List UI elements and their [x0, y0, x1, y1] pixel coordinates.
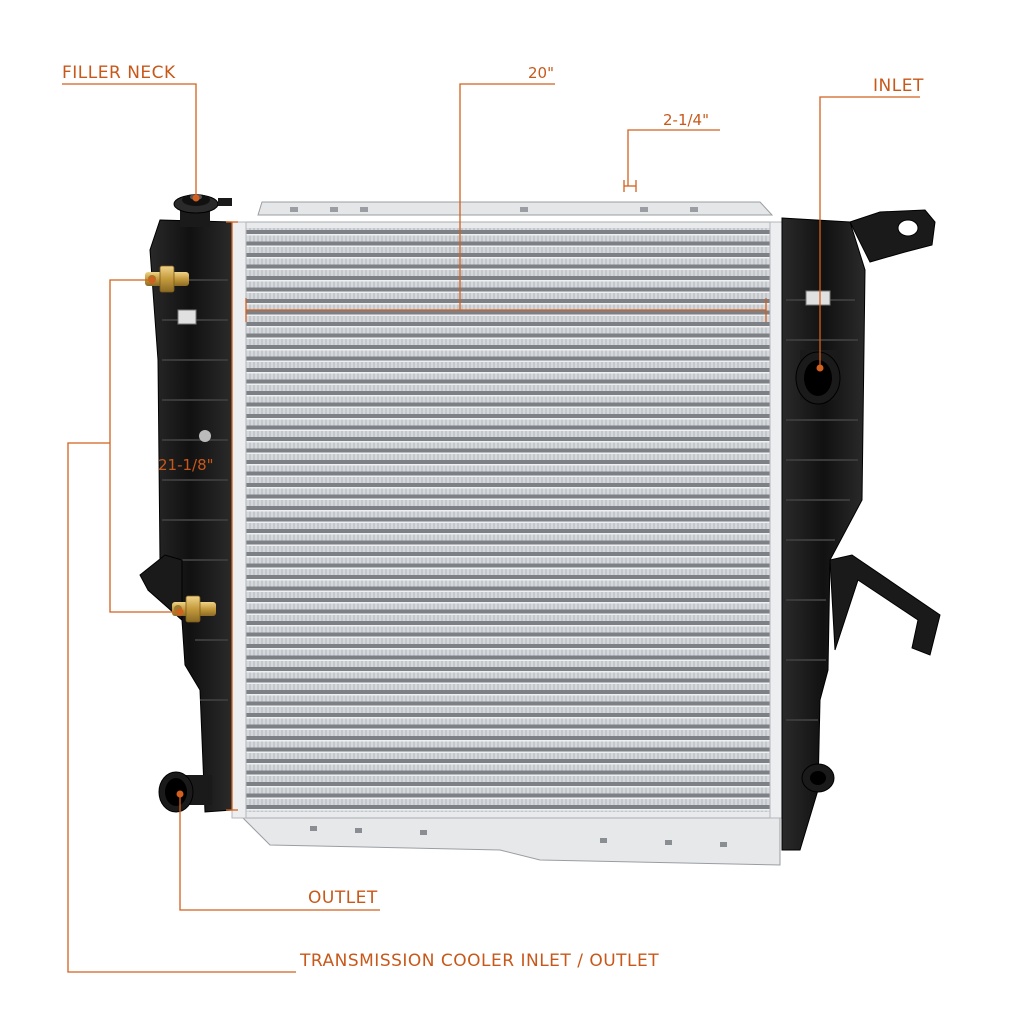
right-side-bracket [829, 554, 941, 656]
bottom-mounting-strip [238, 814, 781, 866]
brass-fitting-icon [145, 265, 189, 293]
mounting-bracket-icon [849, 209, 936, 263]
filler-neck-label: FILLER NECK [62, 63, 176, 83]
outlet-leader [179, 794, 380, 911]
right-tank [781, 217, 866, 851]
trans-cooler-leader [109, 279, 180, 613]
filler-neck-leader [62, 83, 197, 198]
inlet-label: INLET [873, 76, 924, 96]
transmission-cooler-label: TRANSMISSION COOLER INLET / OUTLET [300, 951, 660, 971]
width-dimension-label: 20" [528, 64, 554, 82]
thickness-dimension-label: 2-1/4" [663, 111, 709, 129]
callout-lines [62, 83, 920, 973]
radiator-core [231, 221, 783, 819]
hose-port-icon [158, 771, 212, 813]
width-leader [459, 83, 555, 310]
outlet-label: OUTLET [308, 888, 378, 908]
hose-port-icon [795, 350, 841, 405]
drain-port-icon [801, 763, 835, 793]
thickness-leader [627, 129, 720, 186]
top-mounting-strip [257, 201, 774, 216]
inlet-leader [819, 96, 920, 368]
height-dimension-label: 21-1/8" [158, 456, 214, 474]
left-tank [147, 219, 233, 813]
